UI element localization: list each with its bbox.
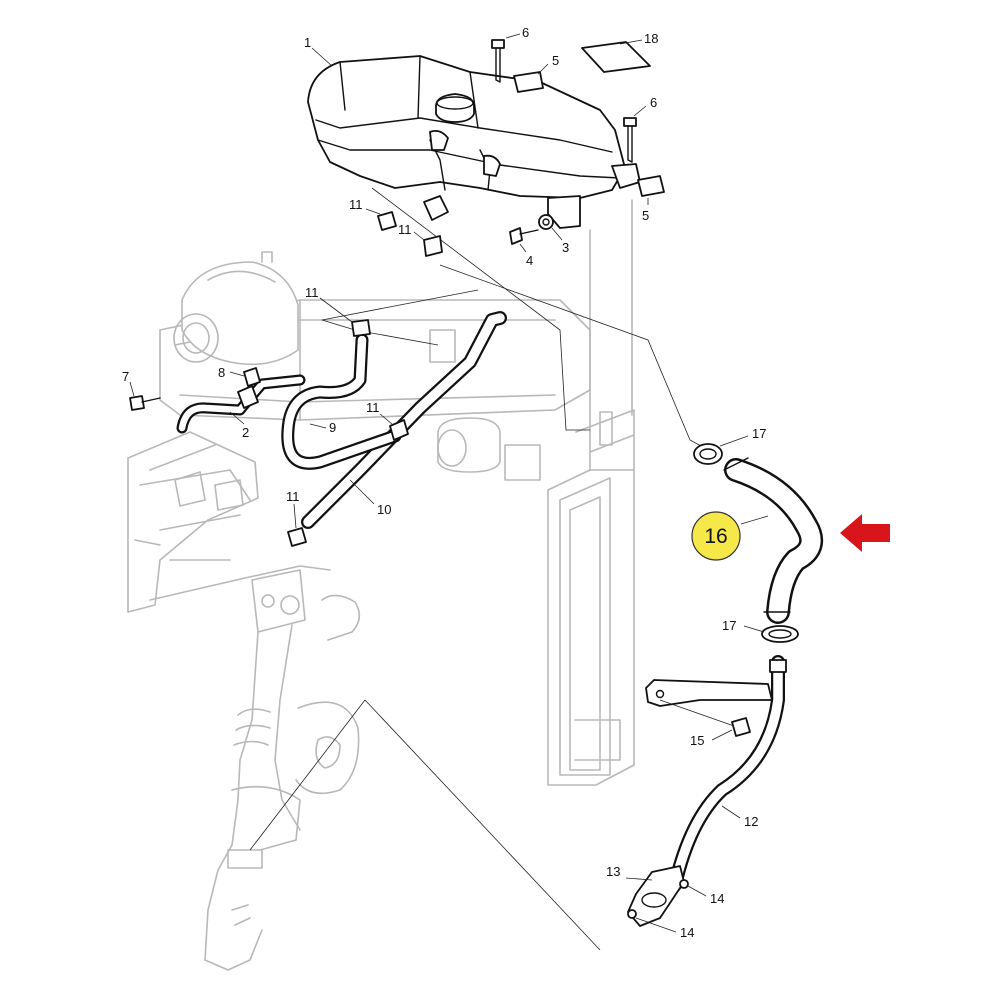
label-10: 10	[377, 502, 391, 517]
small-coolant-hoses	[176, 311, 507, 529]
tank-fixings	[129, 39, 665, 411]
highlight-callout-16: 16	[691, 511, 769, 561]
label-9: 9	[329, 420, 336, 435]
label-14-right: 14	[710, 891, 724, 906]
label-4: 4	[526, 253, 533, 268]
coolant-pipe-12	[627, 655, 787, 927]
label-11-e: 11	[286, 489, 300, 504]
label-15: 15	[690, 733, 704, 748]
label-2: 2	[242, 425, 249, 440]
label-11-c: 11	[305, 285, 319, 300]
engine-context-outline	[127, 199, 635, 971]
label-13: 13	[606, 864, 620, 879]
label-11-a: 11	[349, 197, 363, 212]
hose-clamps-17	[693, 443, 799, 643]
label-14-bottom: 14	[680, 925, 694, 940]
radiator-hose-16	[723, 457, 824, 624]
label-6-top: 6	[522, 25, 529, 40]
label-11-b: 11	[398, 222, 412, 237]
callout-label-16: 16	[704, 525, 727, 548]
label-1: 1	[304, 35, 311, 50]
label-3: 3	[562, 240, 569, 255]
label-17-top: 17	[752, 426, 766, 441]
label-5-right: 5	[642, 208, 649, 223]
hose-clips	[287, 211, 443, 547]
label-17-bottom: 17	[722, 618, 736, 633]
label-11-d: 11	[366, 400, 380, 415]
label-6-right: 6	[650, 95, 657, 110]
label-12: 12	[744, 814, 758, 829]
callout-circle	[691, 511, 741, 561]
label-8: 8	[218, 365, 225, 380]
label-7: 7	[122, 369, 129, 384]
part-labels: 1 6 18 5 6 5 11 11 3 4 11 7 8	[122, 25, 766, 940]
expansion-tank	[307, 55, 641, 229]
red-arrow-icon	[840, 514, 890, 552]
label-5-top: 5	[552, 53, 559, 68]
label-18: 18	[644, 31, 658, 46]
